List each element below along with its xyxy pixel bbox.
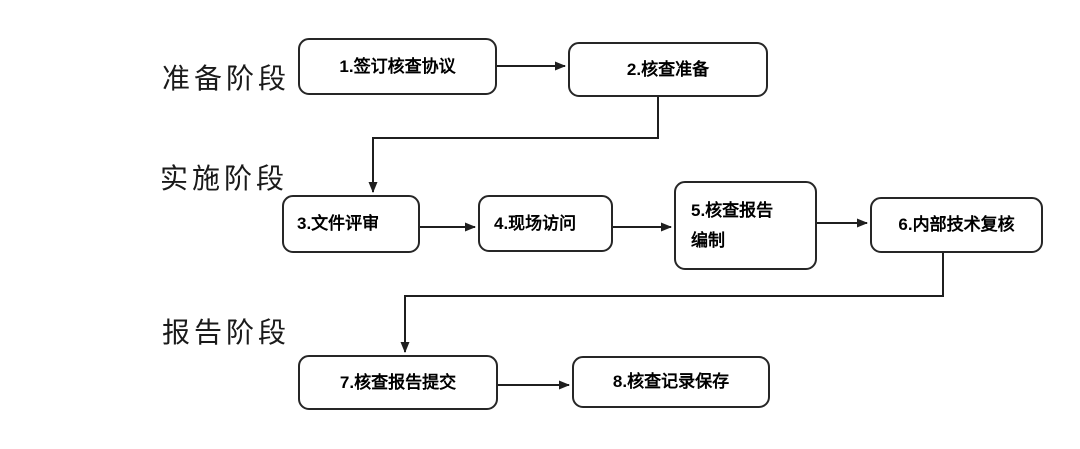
node-site-visit: 4.现场访问 [478,195,613,252]
node-verification-report-drafting: 5.核查报告 编制 [674,181,817,270]
arrow-edge-6-7 [400,253,944,353]
stage-label-implementation: 实施阶段 [160,164,289,195]
arrow-edge-2-3 [368,97,659,193]
stage-label-preparation: 准备阶段 [162,64,291,95]
stage-label-reporting: 报告阶段 [162,318,291,349]
node-internal-technical-review: 6.内部技术复核 [870,197,1043,253]
node-verification-preparation: 2.核查准备 [568,42,768,97]
node-sign-verification-agreement: 1.签订核查协议 [298,38,497,95]
node-verification-report-submission: 7.核查报告提交 [298,355,498,410]
node-document-review: 3.文件评审 [282,195,420,253]
node-verification-record-keeping: 8.核查记录保存 [572,356,770,408]
